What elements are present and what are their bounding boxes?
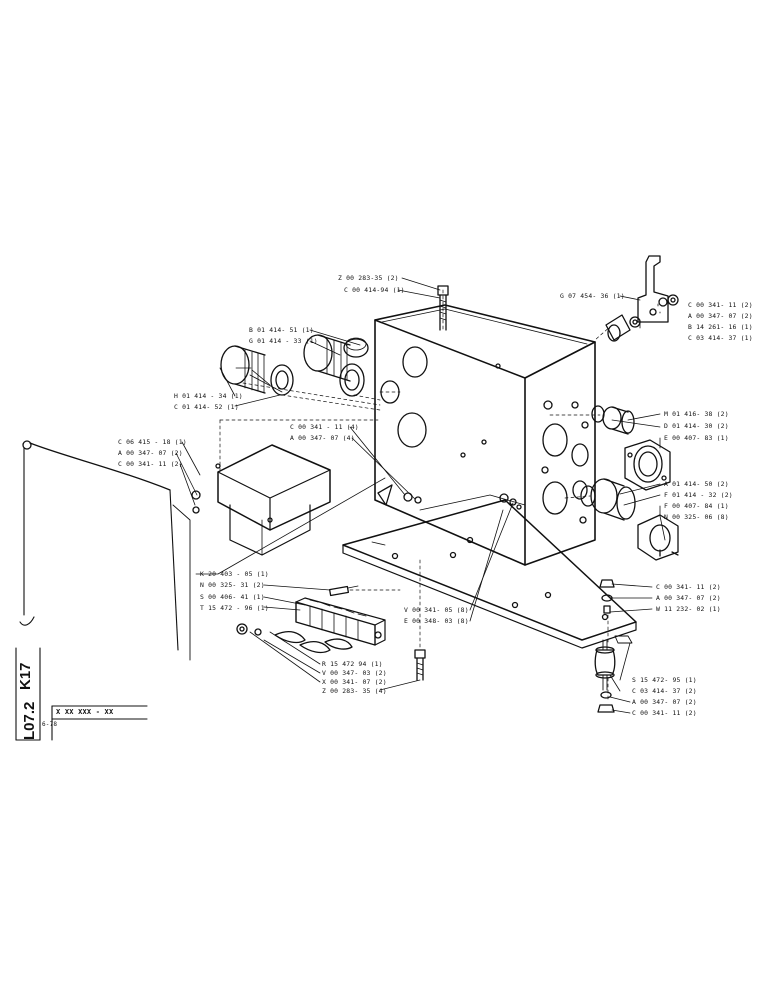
screw-pair bbox=[328, 585, 359, 597]
callout-label: S 15 472- 95 (1) bbox=[632, 676, 697, 684]
callout-label: C 01 414- 52 (1) bbox=[174, 403, 239, 411]
receptacle-lower bbox=[637, 514, 679, 561]
drawing-date: 6-78 bbox=[42, 721, 58, 728]
callout-label: C 00 341- 11 (2) bbox=[632, 709, 697, 717]
cable-harness bbox=[19, 440, 201, 661]
callout-label: A 00 347- 07 (2) bbox=[632, 698, 697, 706]
callout-label: E 00 407- 83 (1) bbox=[664, 434, 729, 442]
base-plate bbox=[342, 499, 637, 649]
callout-label: H 01 414 - 34 (1) bbox=[174, 392, 243, 400]
receptacle-upper bbox=[624, 439, 671, 491]
fitting-lower-right bbox=[580, 478, 636, 521]
callout-label: C 00 341 - 11 (4) bbox=[290, 423, 359, 431]
junction-box bbox=[215, 444, 331, 556]
part-number-pattern: X XX XXX - XX bbox=[56, 708, 114, 716]
callout-label: K 20 403 - 05 (1) bbox=[200, 570, 269, 578]
callout-label: C 00 414-94 (1) bbox=[344, 286, 405, 294]
callout-label: C 00 341- 11 (2) bbox=[688, 301, 753, 309]
cable-lugs bbox=[236, 623, 353, 654]
cable-gland-left bbox=[220, 345, 294, 396]
callout-label: W 11 232- 02 (1) bbox=[656, 605, 721, 613]
callout-label: A 00 347- 07 (2) bbox=[688, 312, 753, 320]
callout-label: R 15 472 94 (1) bbox=[322, 660, 383, 668]
terminal-strip bbox=[295, 597, 386, 646]
callout-label: A 00 347- 07 (2) bbox=[656, 594, 721, 602]
callout-label: C 00 341- 11 (2) bbox=[656, 583, 721, 591]
rubber-mount-bottom bbox=[594, 635, 633, 691]
callout-label: F 00 407- 84 (1) bbox=[664, 502, 729, 510]
title-block-frame bbox=[15, 647, 148, 741]
fitting-upper-right bbox=[591, 405, 635, 435]
callout-label: D 01 414- 30 (2) bbox=[664, 422, 729, 430]
callout-label: B 14 261- 16 (1) bbox=[688, 323, 753, 331]
sheet-code-l072: L07.2 bbox=[21, 701, 38, 740]
callout-label: E 00 348- 03 (8) bbox=[404, 617, 469, 625]
terminal-clip bbox=[377, 484, 522, 510]
cable-bracket-top-right bbox=[637, 255, 679, 323]
grommet-assembly-upper bbox=[339, 337, 369, 397]
callout-label: T 15 472 - 96 (1) bbox=[200, 604, 269, 612]
callout-label: G 01 414 - 33 (1) bbox=[249, 337, 318, 345]
enclosure-box bbox=[374, 304, 596, 566]
callout-label: A 00 347- 07 (2) bbox=[118, 449, 183, 457]
callout-label: M 01 416- 38 (2) bbox=[664, 410, 729, 418]
leader-lines bbox=[175, 277, 666, 714]
callout-label: S 00 406- 41 (1) bbox=[200, 593, 265, 601]
callout-label: Z 00 283-35 (2) bbox=[338, 274, 399, 282]
callout-label: C 06 415 - 18 (1) bbox=[118, 438, 187, 446]
callout-label: C 03 414- 37 (2) bbox=[632, 687, 697, 695]
callout-label: C 00 341- 11 (2) bbox=[118, 460, 183, 468]
callout-label: B 01 414- 51 (1) bbox=[249, 326, 314, 334]
cable-gland-middle bbox=[303, 334, 351, 382]
assembly-guide-lines bbox=[219, 289, 613, 701]
rubber-mount-top bbox=[605, 314, 641, 342]
callout-label: V 00 347- 03 (2) bbox=[322, 669, 387, 677]
callout-label: V 00 341- 05 (8) bbox=[404, 606, 469, 614]
top-bolt bbox=[437, 285, 449, 331]
nut-washer-stack-lower bbox=[597, 691, 615, 713]
callout-label: N 00 325- 06 (8) bbox=[664, 513, 729, 521]
callout-label: C 03 414- 37 (1) bbox=[688, 334, 753, 342]
callout-label: A 00 347- 07 (4) bbox=[290, 434, 355, 442]
callout-label: G 07 454- 36 (1) bbox=[560, 292, 625, 300]
callout-label: X 00 341- 07 (2) bbox=[322, 678, 387, 686]
callout-label: Z 00 283- 35 (4) bbox=[322, 687, 387, 695]
bolt-bottom bbox=[414, 649, 426, 681]
sheet-code-k17: K17 bbox=[17, 662, 34, 690]
callout-label: N 00 325- 31 (2) bbox=[200, 581, 265, 589]
callout-label: F 01 414 - 32 (2) bbox=[664, 491, 733, 499]
nut-washer-stack-upper bbox=[599, 579, 615, 614]
callout-label: A 01 414- 50 (2) bbox=[664, 480, 729, 488]
